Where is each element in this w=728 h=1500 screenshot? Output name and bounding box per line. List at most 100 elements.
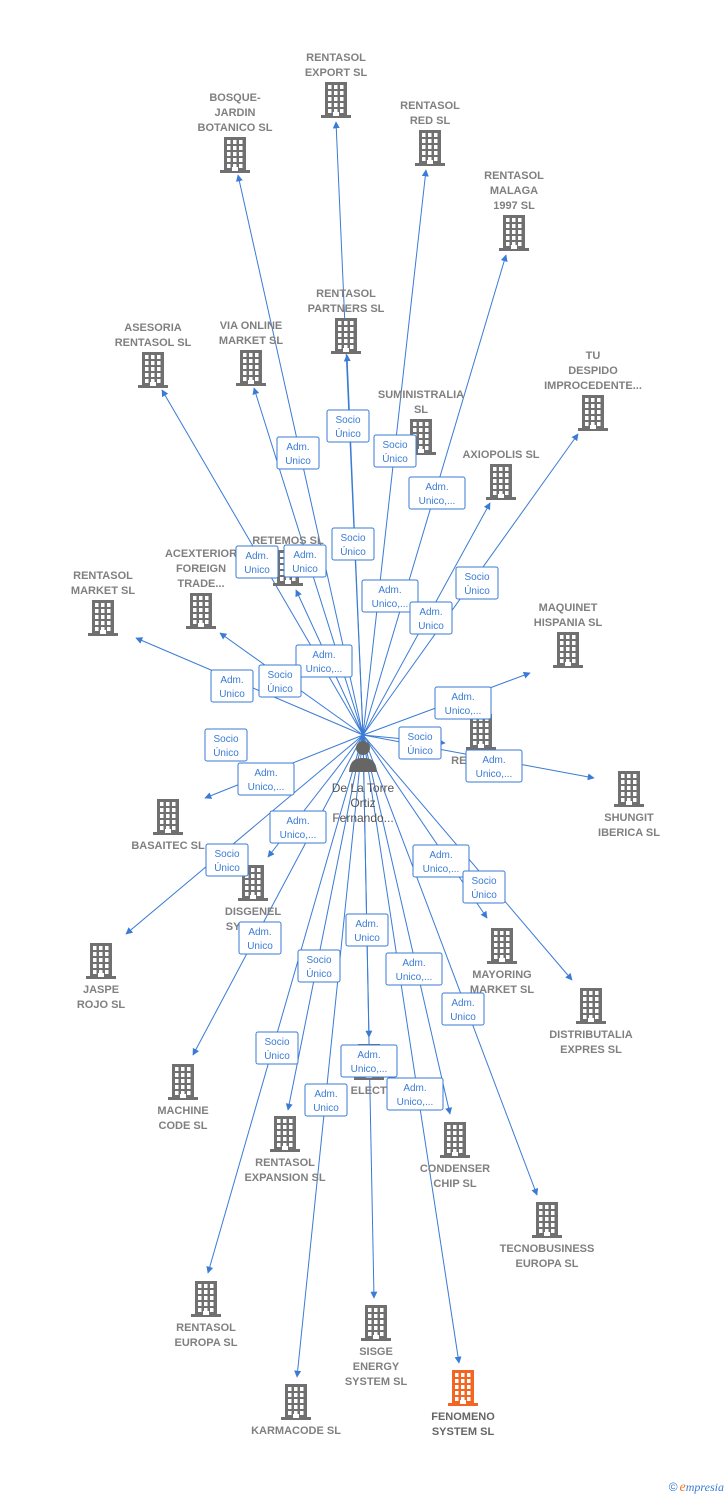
company-label: FENOMENO	[431, 1411, 495, 1423]
building-icon	[186, 593, 216, 629]
company-node-tu-despido[interactable]: TUDESPIDOIMPROCEDENTE...	[544, 350, 642, 431]
edge-label-text: Socio	[340, 533, 365, 544]
edge-label[interactable]: Adm.Unico	[235, 545, 279, 579]
company-label: CHIP SL	[433, 1178, 476, 1190]
edge-label[interactable]: Adm.Unico,...	[340, 1044, 398, 1078]
edge-label[interactable]: Adm.Unico,...	[237, 762, 295, 796]
company-label: ROJO SL	[77, 999, 126, 1011]
edge-label[interactable]: Adm.Unico	[238, 921, 282, 955]
building-icon	[88, 600, 118, 636]
edge-label-text: Unico,...	[396, 972, 433, 983]
company-label: JARDIN	[215, 107, 256, 119]
edge-label-text: Socio	[407, 732, 432, 743]
company-node-basaitec[interactable]: BASAITEC SL	[131, 799, 205, 852]
edge-label-text: Único	[340, 545, 366, 558]
company-label: AXIOPOLIS SL	[462, 449, 539, 461]
edge-label-text: Adm.	[312, 650, 335, 661]
edge-label-text: Unico	[285, 456, 311, 467]
company-label: RENTASOL	[316, 288, 376, 300]
brand-initial: e	[679, 1480, 686, 1495]
edge-label[interactable]: Adm.Unico	[276, 436, 320, 470]
edge-label-text: Unico,...	[423, 864, 460, 875]
building-icon	[220, 137, 250, 173]
edge-label[interactable]: Adm.Unico,...	[434, 686, 492, 720]
edge-label[interactable]: Adm.Unico	[441, 992, 485, 1026]
edge-label[interactable]: Adm.Unico,...	[295, 644, 353, 678]
company-label: ASESORIA	[124, 322, 182, 334]
company-label: MAQUINET	[539, 602, 598, 614]
edge-label-text: Unico,...	[372, 599, 409, 610]
company-label: ACEXTERIOR	[165, 548, 237, 560]
edge-label[interactable]: Adm.Unico,...	[385, 952, 443, 986]
edge-label-text: Adm.	[220, 675, 243, 686]
edge-label-text: Adm.	[314, 1089, 337, 1100]
edge-label-text: Adm.	[429, 850, 452, 861]
edge-label-text: Adm.	[286, 816, 309, 827]
edge-label[interactable]: Adm.Unico,...	[408, 476, 466, 510]
edge-label[interactable]: Adm.Unico	[283, 544, 327, 578]
edge-label[interactable]: Adm. Unico,...	[412, 844, 470, 878]
edge-label-text: Unico	[354, 933, 380, 944]
company-node-axiopolis[interactable]: AXIOPOLIS SL	[462, 449, 540, 500]
edge-label-text: Único	[471, 888, 497, 901]
edge-label-text: Adm.	[451, 998, 474, 1009]
edge-label[interactable]: Adm.Unico,...	[386, 1077, 444, 1111]
edge-machine-code	[192, 734, 364, 1056]
edge-label[interactable]: Adm.Unico,...	[361, 579, 419, 613]
building-icon	[331, 318, 361, 354]
edge-label[interactable]: Adm.Unico	[304, 1083, 348, 1117]
center-node[interactable]: De La TorreOrtizFernando...	[332, 741, 395, 825]
edge-label[interactable]: Adm.Unico	[409, 601, 453, 635]
edge-label[interactable]: Adm.Unico,...	[465, 749, 523, 783]
edge-label[interactable]: Adm.Unico	[210, 669, 254, 703]
company-node-karmacode[interactable]: KARMACODE SL	[251, 1384, 341, 1437]
company-label: SYSTEM SL	[345, 1376, 408, 1388]
company-label: MALAGA	[490, 185, 538, 197]
edge-rentasol-europa	[206, 734, 364, 1274]
edge-label[interactable]: Adm.Unico,...	[269, 810, 327, 844]
building-icon	[576, 988, 606, 1024]
company-node-asesoria-rentasol[interactable]: ASESORIA RENTASOL SL	[115, 322, 192, 388]
building-icon	[440, 1122, 470, 1158]
company-label: IMPROCEDENTE...	[544, 380, 642, 392]
company-label: RENTASOL	[255, 1157, 315, 1169]
edge-label[interactable]: Adm.Unico	[345, 913, 389, 947]
company-node-acexterior[interactable]: ACEXTERIORFOREIGNTRADE...	[165, 548, 237, 629]
edge-label-text: Único	[214, 861, 240, 874]
copyright-symbol: ©	[668, 1480, 678, 1494]
company-label: RENTASOL SL	[115, 337, 192, 349]
company-label: RETEMOS SL	[252, 535, 324, 547]
building-icon	[448, 1370, 478, 1406]
company-label: BASAITEC SL	[131, 840, 205, 852]
